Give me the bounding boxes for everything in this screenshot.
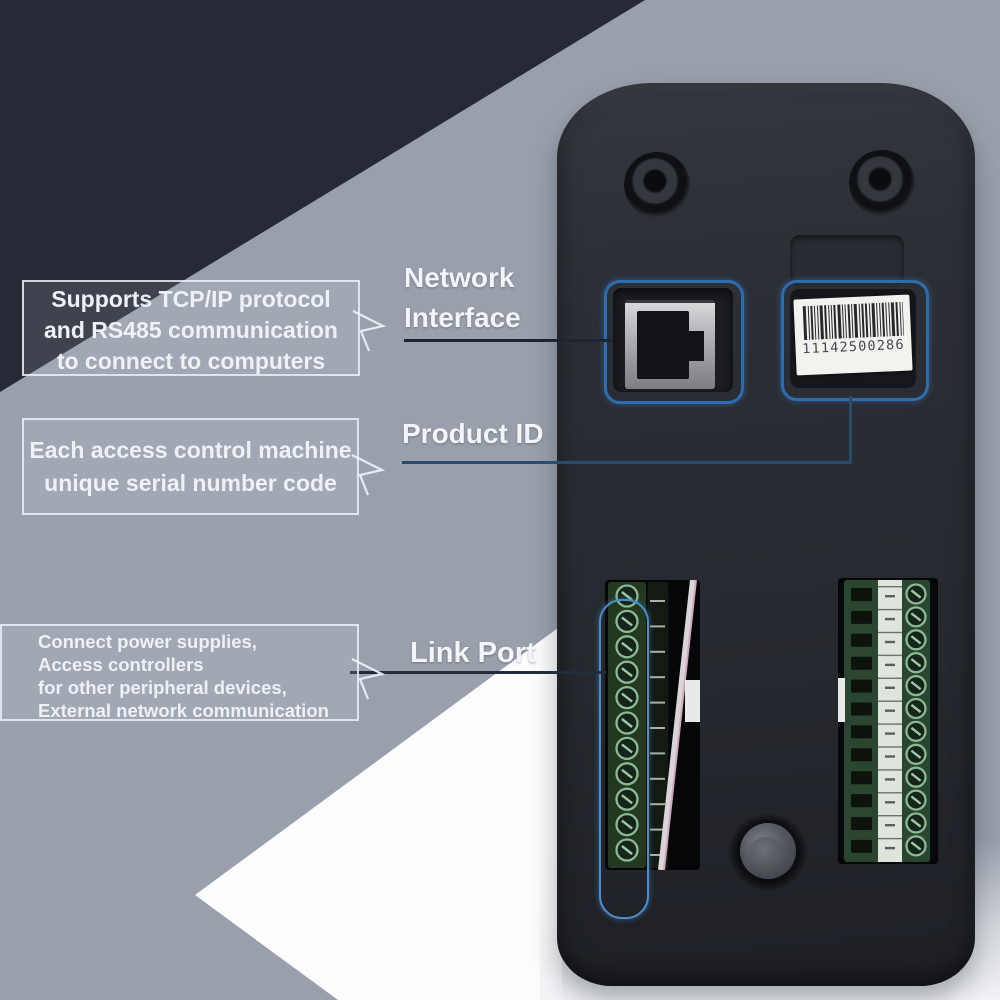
callout-tcpip-line3: to connect to computers [56, 348, 326, 374]
callout-tcpip: Supports TCP/IP protocol and RS485 commu… [22, 280, 387, 376]
link-port-terminal-recess [605, 580, 700, 870]
screw-grommet-left [624, 152, 690, 218]
ethernet-highlight-box [604, 280, 744, 404]
barcode-icon [802, 301, 905, 341]
callout-linkport-line1: Connect power supplies, [38, 631, 257, 652]
callout-linkport: Connect power supplies, Access controlle… [0, 624, 386, 721]
rj45-latch-notch [687, 331, 704, 361]
product-id-connector-line [402, 461, 852, 464]
rj45-opening [637, 311, 689, 379]
callout-tail-icon [351, 658, 386, 700]
network-interface-label-line1: Network [404, 262, 515, 293]
network-interface-connector-line [404, 339, 612, 342]
callout-tcpip-line1: Supports TCP/IP protocol [51, 286, 331, 312]
product-id-label: Product ID [402, 418, 544, 449]
tamper-button-inner [749, 837, 783, 871]
link-port-label: Link Port [410, 637, 536, 669]
screw-grommet-right [849, 150, 915, 216]
callout-linkport-line3: for other peripheral devices, [38, 677, 287, 698]
callout-serial-line2: unique serial number code [44, 470, 337, 496]
callout-tail-icon [352, 310, 387, 352]
rj45-ethernet-port [625, 300, 715, 389]
tamper-button-cap [740, 823, 796, 879]
callout-linkport-line2: Access controllers [38, 654, 204, 675]
callout-serial-line1: Each access control machine [29, 437, 352, 463]
right-terminal-recess [838, 578, 938, 864]
barcode-label: 11142500286 [793, 294, 913, 376]
access-controller-back-panel: 11142500286 [557, 83, 975, 986]
label-recess [790, 235, 904, 287]
link-port-connector-line [350, 671, 606, 674]
link-port-highlight-oval [599, 599, 649, 919]
link-port-terminal-block [608, 580, 700, 870]
right-terminal-block [838, 580, 930, 862]
product-id-connector-line-vertical [849, 396, 852, 464]
callout-serial: Each access control machine unique seria… [22, 418, 386, 515]
callout-tcpip-line2: and RS485 communication [44, 317, 338, 343]
tamper-button [729, 813, 807, 891]
network-interface-label: Network Interface [404, 258, 521, 338]
barcode-highlight-box [781, 280, 929, 401]
callout-linkport-line4: External network communication [38, 700, 329, 721]
callout-tail-icon [351, 454, 386, 496]
network-interface-label-line2: Interface [404, 302, 521, 333]
